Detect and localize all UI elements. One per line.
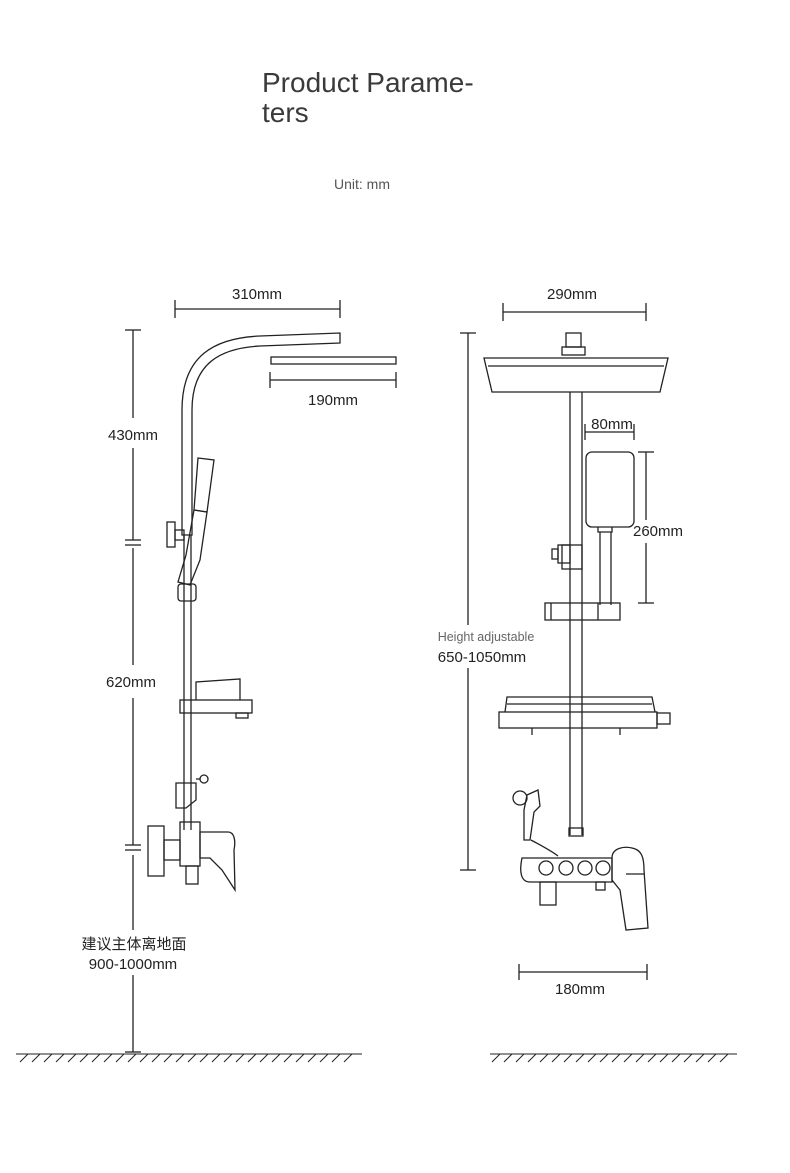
front-slider [544,602,621,621]
side-dim-top-width: 310mm [174,286,341,318]
front-shower-head [483,332,669,393]
title-line-1: Product Parame- [262,67,474,98]
side-floor [16,1053,362,1063]
side-riser-knob [166,521,185,548]
front-mixer-width-label: 180mm [555,981,605,998]
side-dim-head-width: 190mm [269,372,397,409]
side-dim-vertical: 430mm 620mm 建议主体离地面 900-1000mm [81,329,187,1053]
side-hand-shower [177,457,215,602]
front-floor [490,1053,737,1063]
unit-label: Unit: mm [334,176,390,192]
front-riser-knob [551,544,583,570]
front-view: 290mm 80mm [438,286,737,1063]
front-dim-mixer-width: 180mm [518,964,648,998]
front-sprayer [512,789,559,857]
side-upper-height-label: 430mm [108,427,158,444]
title-line-2: ters [262,97,309,128]
side-shower-head [181,332,397,536]
side-mixer [147,821,236,893]
front-mixer [520,846,649,931]
side-sprayer [175,774,209,809]
front-handheld-height-label: 260mm [633,523,683,540]
front-head-width-label: 290mm [547,286,597,303]
page-title: Product Parame- ters [262,68,522,128]
side-riser-pipe [183,535,192,830]
front-handheld-width-label: 80mm [591,416,633,433]
front-shelf [498,696,671,735]
front-dim-head-width: 290mm [502,286,647,321]
front-adjust-range: 650-1050mm [438,649,526,666]
side-middle-height-label: 620mm [106,674,156,691]
install-note-line-2: 900-1000mm [89,956,177,973]
front-riser-pipe [568,392,584,837]
side-shelf [179,678,253,719]
front-adjust-label: Height adjustable [438,630,535,644]
front-dim-handheld-height: 260mm [633,451,683,604]
front-dim-adjustable: Height adjustable 650-1050mm [438,332,535,871]
front-hand-shower: 80mm [584,416,635,605]
side-top-width-label: 310mm [232,286,282,303]
side-view: 310mm 190mm 430mm 620mm [16,286,397,1063]
install-note-line-1: 建议主体离地面 [81,935,186,953]
side-head-width-label: 190mm [308,392,358,409]
